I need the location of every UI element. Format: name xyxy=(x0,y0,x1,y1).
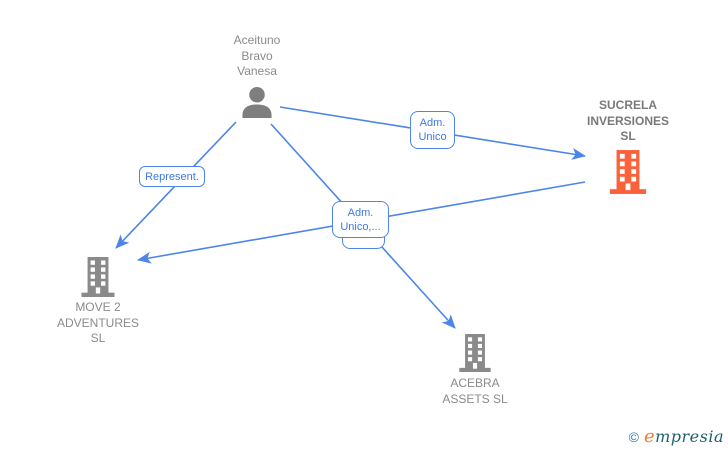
building-icon-gray[interactable] xyxy=(77,257,119,297)
edge-label-adm-unico-more: Adm. Unico,... xyxy=(332,201,389,238)
building-icon-orange[interactable] xyxy=(607,149,649,194)
node-move2[interactable]: MOVE 2 ADVENTURES SL xyxy=(38,257,158,347)
person-icon[interactable] xyxy=(237,86,277,118)
edge-label-represent: Represent. xyxy=(139,166,205,187)
node-person[interactable]: Aceituno Bravo Vanesa xyxy=(197,33,317,118)
building-icon-gray[interactable] xyxy=(454,334,496,372)
sucrela-name: SUCRELA INVERSIONES SL xyxy=(586,98,670,143)
person-name: Aceituno Bravo Vanesa xyxy=(233,33,281,78)
acebra-name: ACEBRA ASSETS SL xyxy=(442,376,508,406)
node-acebra[interactable]: ACEBRA ASSETS SL xyxy=(415,334,535,407)
edge-label-adm-unico: Adm. Unico xyxy=(410,111,455,149)
node-sucrela[interactable]: SUCRELA INVERSIONES SL xyxy=(568,98,688,194)
empresia-logo[interactable]: © empresia xyxy=(629,426,724,447)
brand-name: empresia xyxy=(643,426,724,447)
move2-name: MOVE 2 ADVENTURES SL xyxy=(56,300,139,345)
copyright-icon: © xyxy=(628,429,639,445)
